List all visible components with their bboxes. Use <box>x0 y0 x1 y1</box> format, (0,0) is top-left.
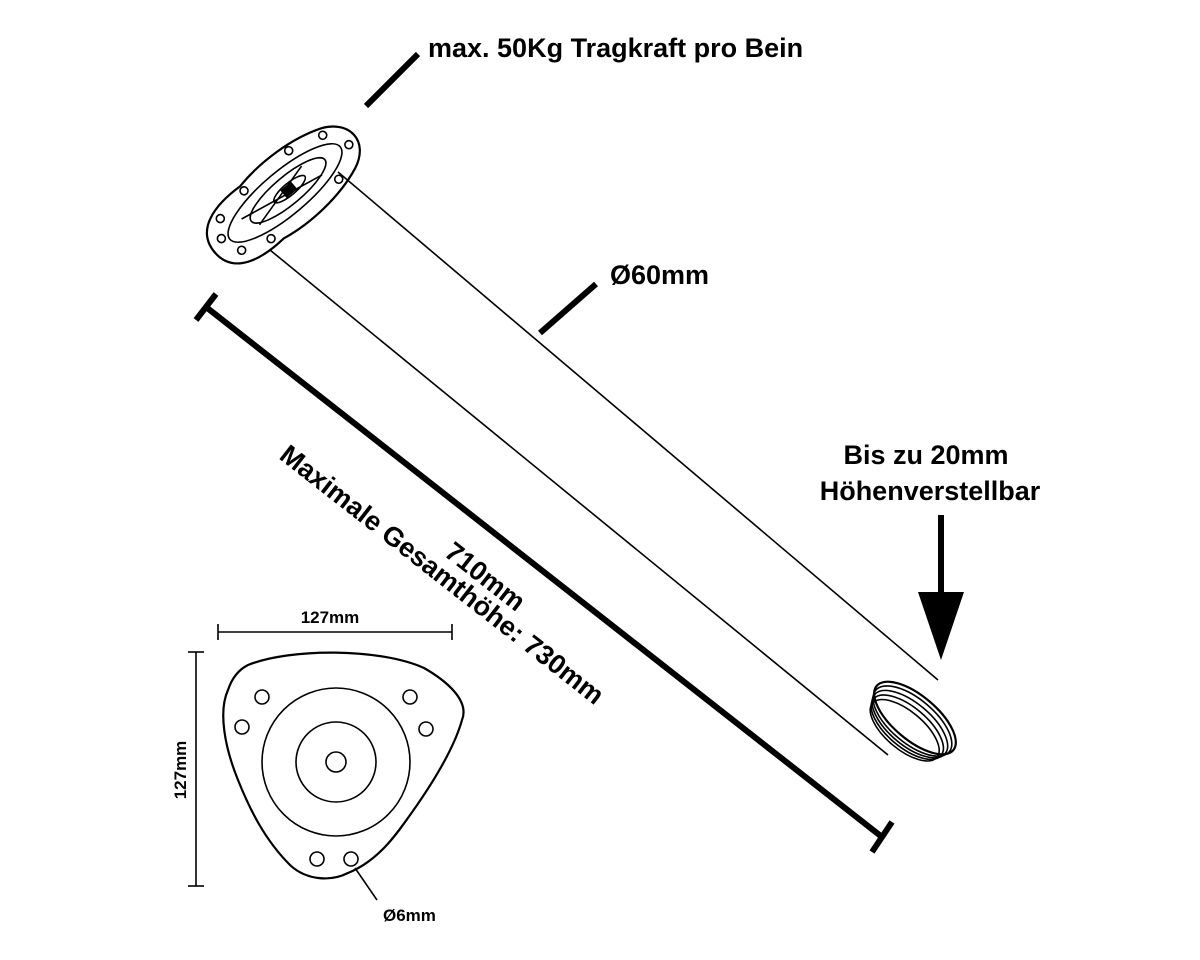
tube-top-edge <box>337 171 939 681</box>
mounting-plate <box>205 125 361 265</box>
diameter-label: Ø60mm <box>610 260 709 290</box>
plate-top-view <box>222 651 465 880</box>
hole-diameter-label: Ø6mm <box>383 906 436 925</box>
plate-height-dimension <box>188 651 204 887</box>
plate-height-label: 127mm <box>171 741 190 800</box>
adjustable-foot <box>869 680 957 762</box>
adjustable-label-line1: Bis zu 20mm <box>843 440 1008 470</box>
down-arrow-icon <box>918 515 964 660</box>
table-leg <box>205 125 957 762</box>
tube-bottom-edge <box>269 249 889 756</box>
load-leader-line <box>363 51 421 109</box>
adjustable-label-line2: Höhenverstellbar <box>820 476 1041 506</box>
plate-width-dimension <box>217 624 453 640</box>
hole-leader-line <box>354 867 378 901</box>
plate-width-label: 127mm <box>301 608 360 627</box>
length-dimension-line <box>193 292 895 854</box>
total-height-label: Maximale Gesamthöhe: 730mm <box>274 439 609 710</box>
diameter-leader-line <box>538 281 598 336</box>
load-capacity-label: max. 50Kg Tragkraft pro Bein <box>428 33 803 63</box>
